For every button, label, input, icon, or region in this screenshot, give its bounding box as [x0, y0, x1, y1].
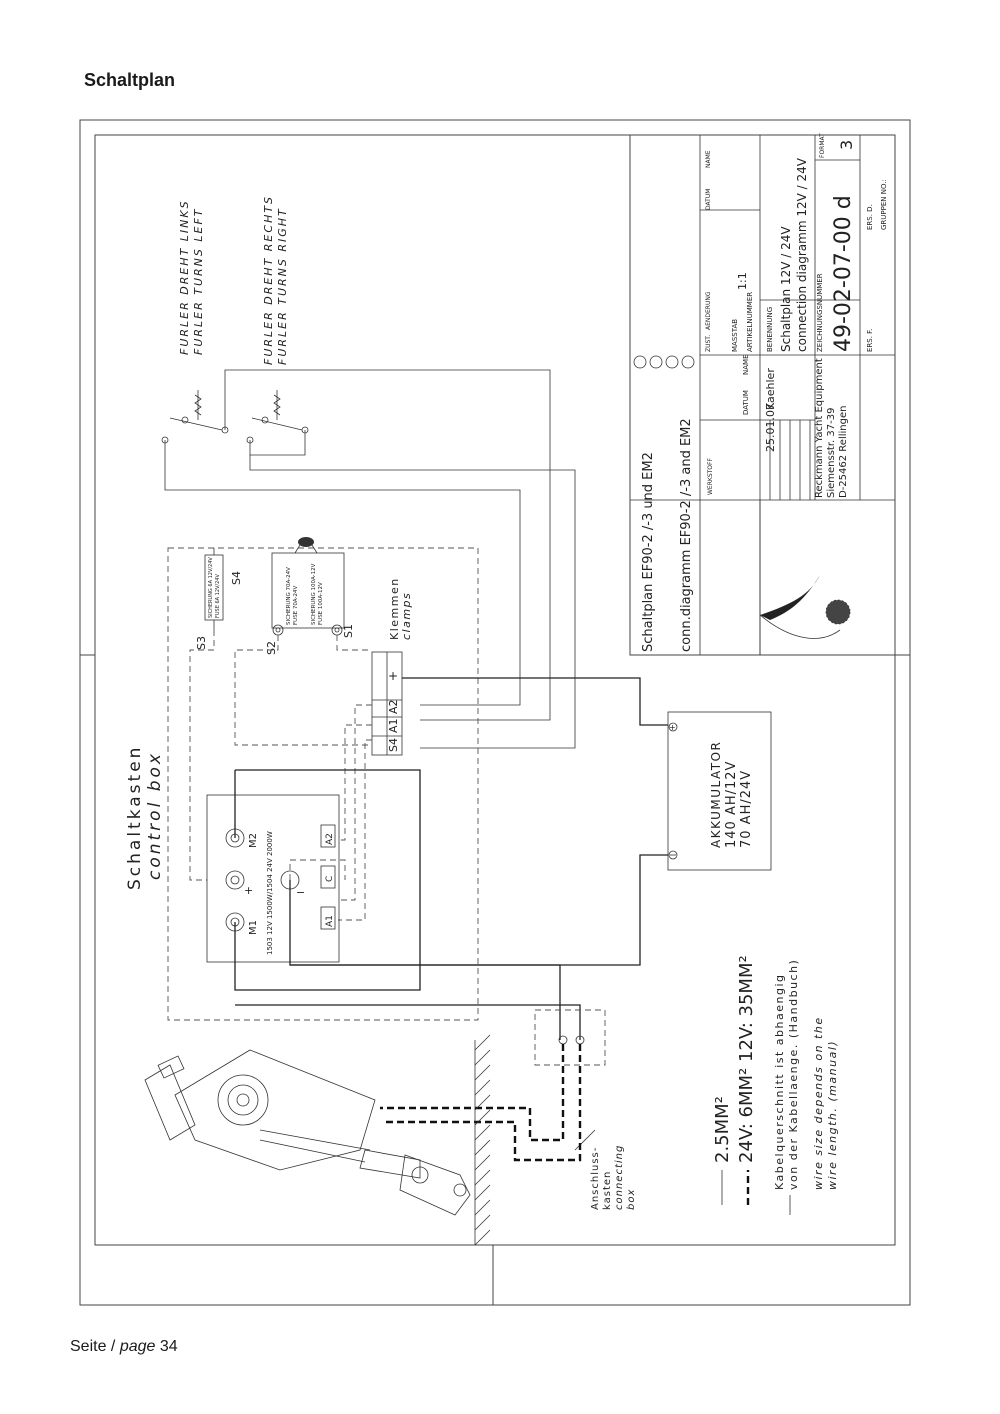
zust-label: ZUST.: [705, 335, 712, 352]
main-fuse: SICHERUNG 70A-24V FUSE 70A-24V SICHERUNG…: [265, 537, 355, 655]
motor-block: M2 M1 + − 1503 12V 1500W/1504 24V 2000W …: [206, 794, 340, 963]
switch-right: FURLER DREHT RECHTS FURLER TURNS RIGHT: [246, 195, 309, 444]
battery: + AKKUMULATOR 140 AH/12V 70 AH/24V: [667, 711, 772, 871]
s1-label: S1: [342, 624, 355, 638]
switch-wiring: [164, 369, 576, 749]
format-value: 3: [837, 140, 856, 150]
svg-text:SICHERUNG 100A-12V: SICHERUNG 100A-12V: [311, 563, 317, 625]
footer-page-number: 34: [159, 1338, 178, 1355]
power-wiring: [234, 677, 668, 1040]
control-box-label-de: Schaltkasten: [125, 745, 145, 890]
ers-fuer: ERS. F.: [866, 329, 874, 352]
title-en: conn.diagramm EF90-2 /-3 and EM2: [679, 418, 694, 652]
wire-notes: 2.5MM² 24V: 6MM² 12V: 35MM² Kabelquersch…: [712, 955, 839, 1215]
wire-note-dashed: 24V: 6MM² 12V: 35MM²: [736, 955, 757, 1163]
switch-right-en: FURLER TURNS RIGHT: [276, 207, 289, 365]
company-3: D-25462 Rellingen: [838, 406, 849, 498]
connecting-box-label-4: box: [626, 1189, 637, 1210]
group-label: GRUPPEN NO.:: [880, 179, 888, 230]
svg-text:FUSE 70A-24V: FUSE 70A-24V: [293, 585, 299, 625]
footer-prefix: Seite /: [70, 1338, 120, 1355]
article-label: ARTIKELNUMMER: [746, 292, 754, 352]
outer-frame: [79, 119, 911, 1306]
motor-minus: −: [296, 886, 305, 899]
company-logo: [759, 575, 851, 639]
material-label: WERKSTOFF: [707, 458, 714, 495]
wire-note-en-2: wire length. (manual): [826, 1040, 839, 1190]
connecting-box: Anschluss- kasten connecting box: [534, 1009, 637, 1210]
terminal-strip: S4 A1 A2 +: [371, 651, 403, 756]
svg-text:SICHERUNG 70A-24V: SICHERUNG 70A-24V: [286, 567, 292, 625]
ers-durch: ERS. D.: [866, 204, 874, 230]
format-label: FORMAT: [819, 133, 826, 158]
connecting-box-label-2: kasten: [602, 1171, 613, 1210]
date-header: DATUM: [705, 189, 712, 210]
wire-note-de-1: Kabelquerschnitt ist abhaengig: [773, 973, 786, 1190]
designation-label: BENENNUNG: [766, 307, 774, 352]
control-box: Schaltkasten control box SICHERUNG 6A 12…: [125, 537, 479, 1021]
switch-left: FURLER DREHT LINKS FURLER TURNS LEFT: [161, 199, 229, 444]
m1-label: M1: [248, 920, 259, 935]
s4-label: S4: [230, 571, 243, 585]
motor-plus: +: [244, 884, 253, 897]
svg-text:SICHERUNG 6A 12V/24V: SICHERUNG 6A 12V/24V: [208, 557, 214, 618]
battery-line1: 140 AH/12V: [724, 761, 739, 848]
company-2: Siemensstr. 37-39: [826, 408, 837, 498]
designation-2: connection diagramm 12V / 24V: [795, 157, 809, 352]
connecting-box-label-1: Anschluss-: [590, 1147, 601, 1210]
motor-terminal-a1: A1: [325, 915, 335, 927]
motor-cables: [380, 1044, 582, 1162]
terminal-plus: +: [388, 669, 398, 683]
svg-text:FUSE 6A 12V/24V: FUSE 6A 12V/24V: [215, 574, 221, 618]
date-label: DATUM: [742, 390, 750, 415]
svg-text:+: +: [669, 723, 676, 732]
name-label: NAME: [742, 355, 750, 376]
terminal-a1: A1: [387, 718, 400, 733]
date-value: 25.01.07: [764, 403, 777, 452]
switch-left-de: FURLER DREHT LINKS: [178, 199, 191, 355]
wire-note-en-1: wire size depends on the: [812, 1016, 825, 1190]
clamps-label-en: clamps: [400, 592, 413, 640]
clamps-label-de: Klemmen: [388, 577, 401, 640]
change-label: AENDERUNG: [705, 291, 712, 330]
wire-note-solid: 2.5MM²: [712, 1096, 733, 1163]
motor-terminal-a2: A2: [325, 833, 335, 845]
actuator: [144, 1034, 491, 1246]
footer-page-word: page: [119, 1338, 156, 1355]
battery-title: AKKUMULATOR: [709, 741, 723, 848]
s3-label: S3: [195, 636, 208, 650]
terminal-s4: S4: [387, 738, 400, 752]
scale-value: 1:1: [736, 272, 749, 290]
designation-1: Schaltplan 12V / 24V: [779, 226, 793, 352]
wire-note-de-2: von der Kabellaenge. (Handbuch): [787, 959, 800, 1190]
battery-line2: 70 AH/24V: [739, 770, 754, 848]
drawing-no-label: ZEICHNUNGSNUMMER: [816, 273, 824, 352]
tolerance-table: [700, 419, 815, 655]
inner-frame: [94, 134, 896, 1246]
switch-right-de: FURLER DREHT RECHTS: [262, 195, 275, 365]
name-header: NAME: [705, 150, 712, 168]
control-box-label-en: control box: [145, 751, 165, 880]
motor-terminal-c: C: [325, 876, 335, 882]
switch-left-en: FURLER TURNS LEFT: [192, 208, 205, 356]
page-footer: Seite / page 34: [70, 1338, 178, 1356]
name-value: Kaehler: [764, 368, 777, 410]
company-1: Reckmann Yacht Equipment: [814, 358, 825, 498]
s2-label: S2: [265, 641, 278, 655]
motor-spec: 1503 12V 1500W/1504 24V 2000W: [266, 831, 274, 955]
terminal-a2: A2: [387, 699, 400, 714]
m2-label: M2: [248, 833, 259, 848]
connecting-box-label-3: connecting: [614, 1145, 625, 1210]
title-de: Schaltplan EF90-2 /-3 und EM2: [641, 452, 656, 652]
revision-circles: [633, 355, 695, 369]
small-fuse: SICHERUNG 6A 12V/24V FUSE 6A 12V/24V S3 …: [195, 548, 243, 650]
title-block: Schaltplan EF90-2 /-3 und EM2 conn.diagr…: [629, 133, 896, 656]
page-title: Schaltplan: [84, 70, 176, 90]
scale-label: MASSTAB: [731, 319, 739, 352]
svg-text:FUSE 100A-12V: FUSE 100A-12V: [318, 582, 324, 625]
drawing-no: 49-02-07-00 d: [831, 195, 856, 352]
